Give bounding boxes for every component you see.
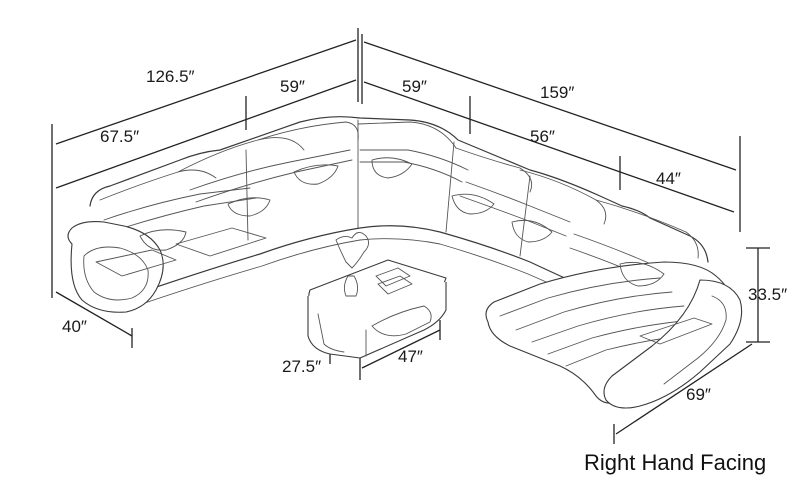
dim-left-total: 126.5″	[146, 67, 195, 86]
dim-right-middle: 56″	[530, 127, 555, 146]
dim-height: 33.5″	[748, 285, 787, 304]
sectional-sofa	[67, 116, 743, 409]
dim-chaise-depth: 69″	[686, 385, 711, 404]
dim-right-upper: 59″	[402, 77, 427, 96]
dimension-lines	[51, 28, 770, 444]
dim-left-lower: 67.5″	[100, 127, 139, 146]
dim-table-depth: 27.5″	[282, 357, 321, 376]
dim-left-depth: 40″	[62, 317, 87, 336]
caption-right-hand-facing: Right Hand Facing	[584, 450, 767, 475]
dim-right-lower: 44″	[656, 169, 681, 188]
coffee-table	[307, 232, 447, 359]
dim-left-upper: 59″	[280, 77, 305, 96]
dim-table-width: 47″	[398, 347, 423, 366]
dim-right-total: 159″	[540, 83, 574, 102]
